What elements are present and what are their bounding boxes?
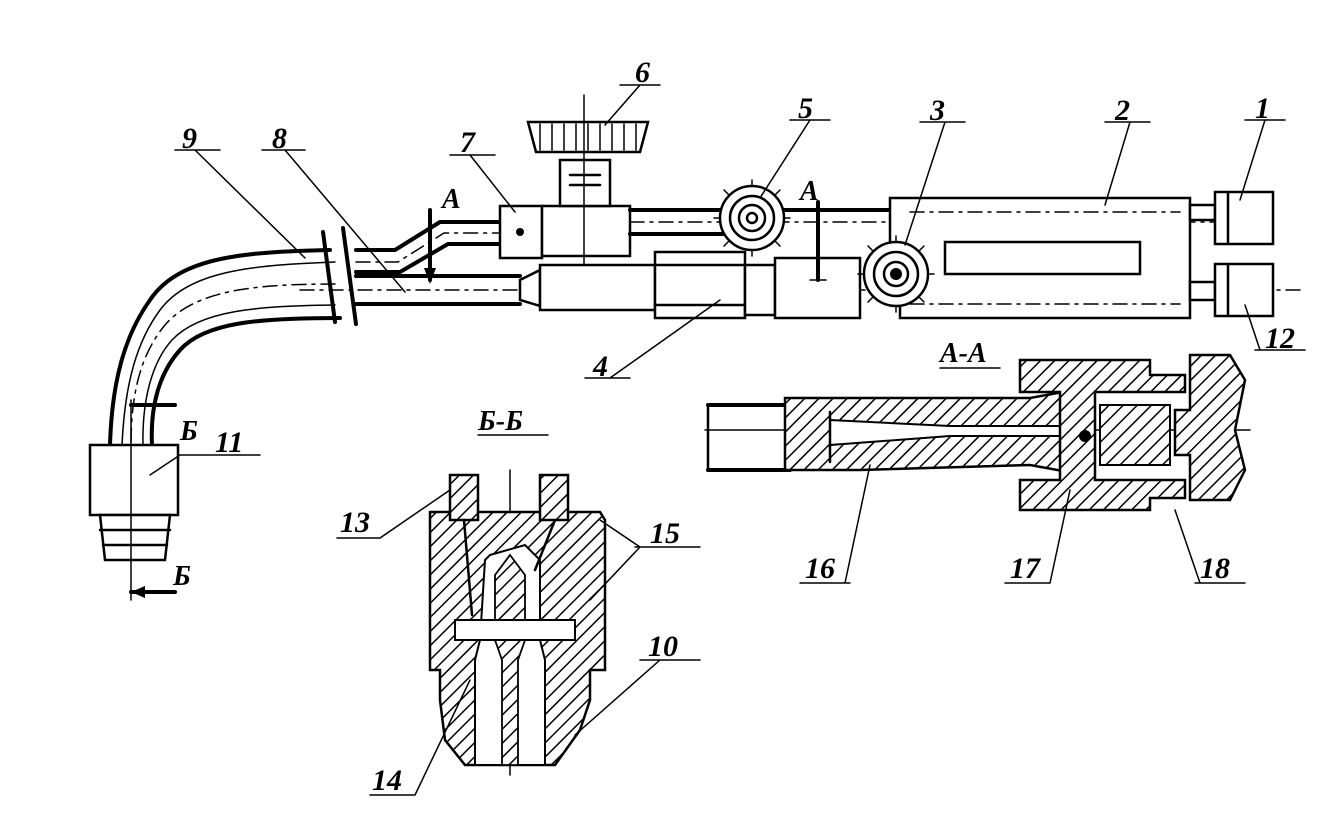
nut-7: [498, 204, 544, 260]
torch-main-view: [88, 94, 1301, 601]
label-3: 3: [929, 94, 945, 127]
label-10: 10: [648, 630, 678, 663]
label-17: 17: [1010, 552, 1041, 585]
section-mark-b-top: Б: [179, 416, 198, 447]
section-mark-a-right: А: [798, 176, 819, 207]
valve-wheel-3: [857, 235, 935, 313]
label-13: 13: [340, 506, 370, 539]
label-4: 4: [592, 350, 608, 383]
fitting-12: [1213, 262, 1275, 318]
leader-lines: [149, 84, 1306, 476]
callout-labels: 1 2 3 4 5 6 7 8 9 10 11 12 13 14 15 16 1…: [172, 56, 1295, 797]
label-6: 6: [635, 56, 650, 89]
section-aa: [704, 353, 1251, 512]
section-mark-b-bottom: Б: [172, 561, 191, 592]
flange-line-1: [321, 230, 337, 324]
section-mark-a-left: А: [440, 184, 461, 215]
label-7: 7: [460, 126, 476, 159]
fitting-1: [1213, 190, 1275, 246]
upper-tube: [354, 220, 502, 252]
label-16: 16: [805, 552, 835, 585]
label-12: 12: [1265, 322, 1295, 355]
flange-line-2: [341, 226, 358, 326]
injector-sleeve: [538, 263, 657, 312]
label-11: 11: [215, 426, 243, 459]
label-1: 1: [1255, 92, 1270, 125]
label-14: 14: [372, 764, 402, 797]
valve-body: [540, 204, 632, 258]
tip-nozzle: [98, 513, 172, 562]
label-15: 15: [650, 517, 680, 550]
valve-wheel-5: [713, 179, 791, 257]
label-9: 9: [182, 122, 197, 155]
label-8: 8: [272, 122, 287, 155]
tip-11: [88, 443, 180, 517]
section-bb: [428, 434, 607, 776]
upper-tube-lower: [354, 242, 502, 274]
section-leaders: [336, 464, 1246, 796]
handle-slot: [943, 240, 1142, 276]
section-bb-title: Б-Б: [477, 406, 523, 437]
label-2: 2: [1114, 94, 1130, 127]
label-5: 5: [798, 92, 813, 125]
label-18: 18: [1200, 552, 1230, 585]
union-nut-4: [653, 250, 747, 320]
valve-stem: [558, 158, 612, 208]
curved-tube: [108, 248, 342, 447]
section-aa-title: А-А: [938, 338, 987, 369]
